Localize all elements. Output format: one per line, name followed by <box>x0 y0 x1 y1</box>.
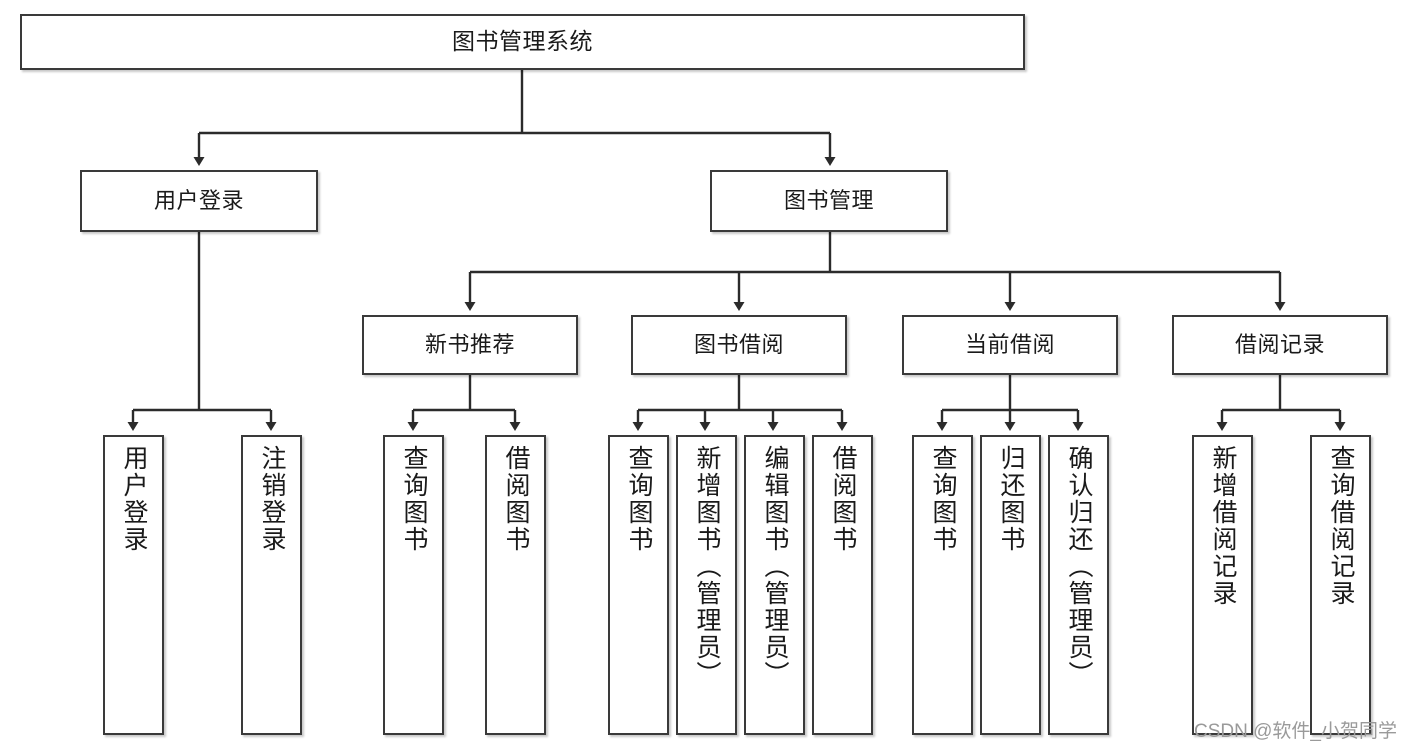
leaf-borrow-book[interactable]: 借阅图书 <box>812 435 873 735</box>
node-label: 借阅图书 <box>829 445 857 553</box>
node-label: 图书借阅 <box>693 331 784 357</box>
node-label: 确认归还（管理员） <box>1065 445 1093 688</box>
node-current-borrow[interactable]: 当前借阅 <box>902 315 1118 375</box>
leaf-edit-book-admin[interactable]: 编辑图书（管理员） <box>744 435 805 735</box>
node-label: 编辑图书（管理员） <box>761 445 789 688</box>
node-label: 用户登录 <box>120 445 148 553</box>
node-label: 借阅记录 <box>1234 331 1325 357</box>
leaf-user-login[interactable]: 用户登录 <box>103 435 164 735</box>
node-borrow-record[interactable]: 借阅记录 <box>1172 315 1388 375</box>
leaf-add-borrow-record[interactable]: 新增借阅记录 <box>1192 435 1253 735</box>
node-label: 新书推荐 <box>424 331 515 357</box>
leaf-borrow-book-new[interactable]: 借阅图书 <box>485 435 546 735</box>
node-label: 用户登录 <box>153 187 244 213</box>
node-book-borrow[interactable]: 图书借阅 <box>631 315 847 375</box>
node-label: 新增图书（管理员） <box>693 445 721 688</box>
node-label: 查询图书 <box>625 445 653 553</box>
leaf-query-borrow-record[interactable]: 查询借阅记录 <box>1310 435 1371 735</box>
node-label: 查询图书 <box>400 445 428 553</box>
leaf-confirm-return-admin[interactable]: 确认归还（管理员） <box>1048 435 1109 735</box>
leaf-add-book-admin[interactable]: 新增图书（管理员） <box>676 435 737 735</box>
node-label: 新增借阅记录 <box>1209 445 1237 607</box>
node-user-login[interactable]: 用户登录 <box>80 170 318 232</box>
node-label: 图书管理系统 <box>452 28 593 55</box>
node-new-book-recommend[interactable]: 新书推荐 <box>362 315 578 375</box>
leaf-logout[interactable]: 注销登录 <box>241 435 302 735</box>
leaf-query-book-current[interactable]: 查询图书 <box>912 435 973 735</box>
node-label: 注销登录 <box>258 445 286 553</box>
leaf-query-book-new[interactable]: 查询图书 <box>383 435 444 735</box>
node-book-management[interactable]: 图书管理 <box>710 170 948 232</box>
node-label: 归还图书 <box>997 445 1025 553</box>
node-label: 借阅图书 <box>502 445 530 553</box>
node-label: 图书管理 <box>783 187 874 213</box>
watermark-text: CSDN @软件_小贺同学 <box>1194 721 1397 742</box>
node-root-system[interactable]: 图书管理系统 <box>20 14 1025 70</box>
node-label: 当前借阅 <box>964 331 1055 357</box>
leaf-query-book-borrow[interactable]: 查询图书 <box>608 435 669 735</box>
node-label: 查询图书 <box>929 445 957 553</box>
leaf-return-book[interactable]: 归还图书 <box>980 435 1041 735</box>
node-label: 查询借阅记录 <box>1327 445 1355 607</box>
